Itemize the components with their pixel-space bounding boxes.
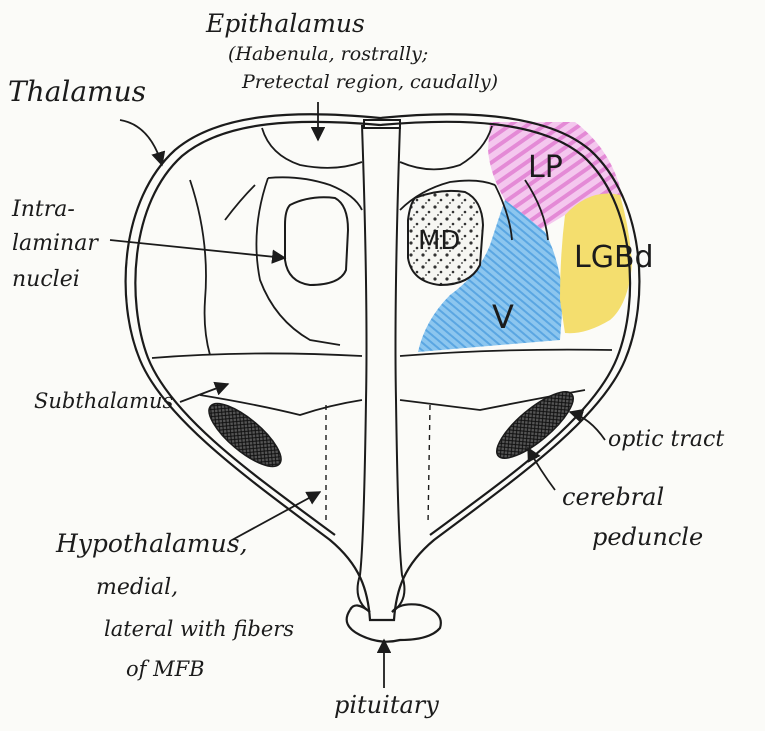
label-epithalamus-line3: Pretectal region, caudally): [242, 72, 498, 93]
label-hypothalamus-1: Hypothalamus,: [56, 530, 248, 558]
label-thalamus: Thalamus: [8, 76, 146, 107]
label-cerebral-2: peduncle: [592, 524, 703, 551]
label-hypothalamus-4: of MFB: [126, 658, 205, 682]
region-label-md: MD: [418, 226, 460, 256]
label-hypothalamus-3: lateral with fibers: [104, 618, 294, 642]
arrow-thalamus: [120, 120, 162, 165]
label-hypothalamus-2: medial,: [96, 576, 178, 601]
region-label-v: V: [492, 298, 514, 336]
arrow-cerebral: [528, 448, 555, 490]
label-epithalamus: Epithalamus: [206, 10, 365, 38]
label-intralaminar-2: laminar: [12, 232, 98, 257]
region-label-lp: LP: [528, 150, 563, 185]
third-ventricle: [358, 120, 405, 612]
cerebral-peduncle-left: [200, 394, 290, 476]
label-intralaminar-1: Intra-: [12, 198, 75, 223]
label-cerebral-1: cerebral: [562, 484, 664, 511]
label-epithalamus-line2: (Habenula, rostrally;: [228, 44, 428, 65]
label-intralaminar-3: nuclei: [12, 268, 80, 293]
label-optic-tract: optic tract: [608, 428, 724, 453]
label-subthalamus: Subthalamus: [34, 390, 173, 414]
label-pituitary: pituitary: [334, 692, 439, 719]
pituitary-gland: [347, 604, 441, 641]
region-label-lgbd: LGBd: [574, 240, 654, 275]
inner-outline: [135, 122, 380, 535]
intralaminar-box: [285, 197, 348, 285]
